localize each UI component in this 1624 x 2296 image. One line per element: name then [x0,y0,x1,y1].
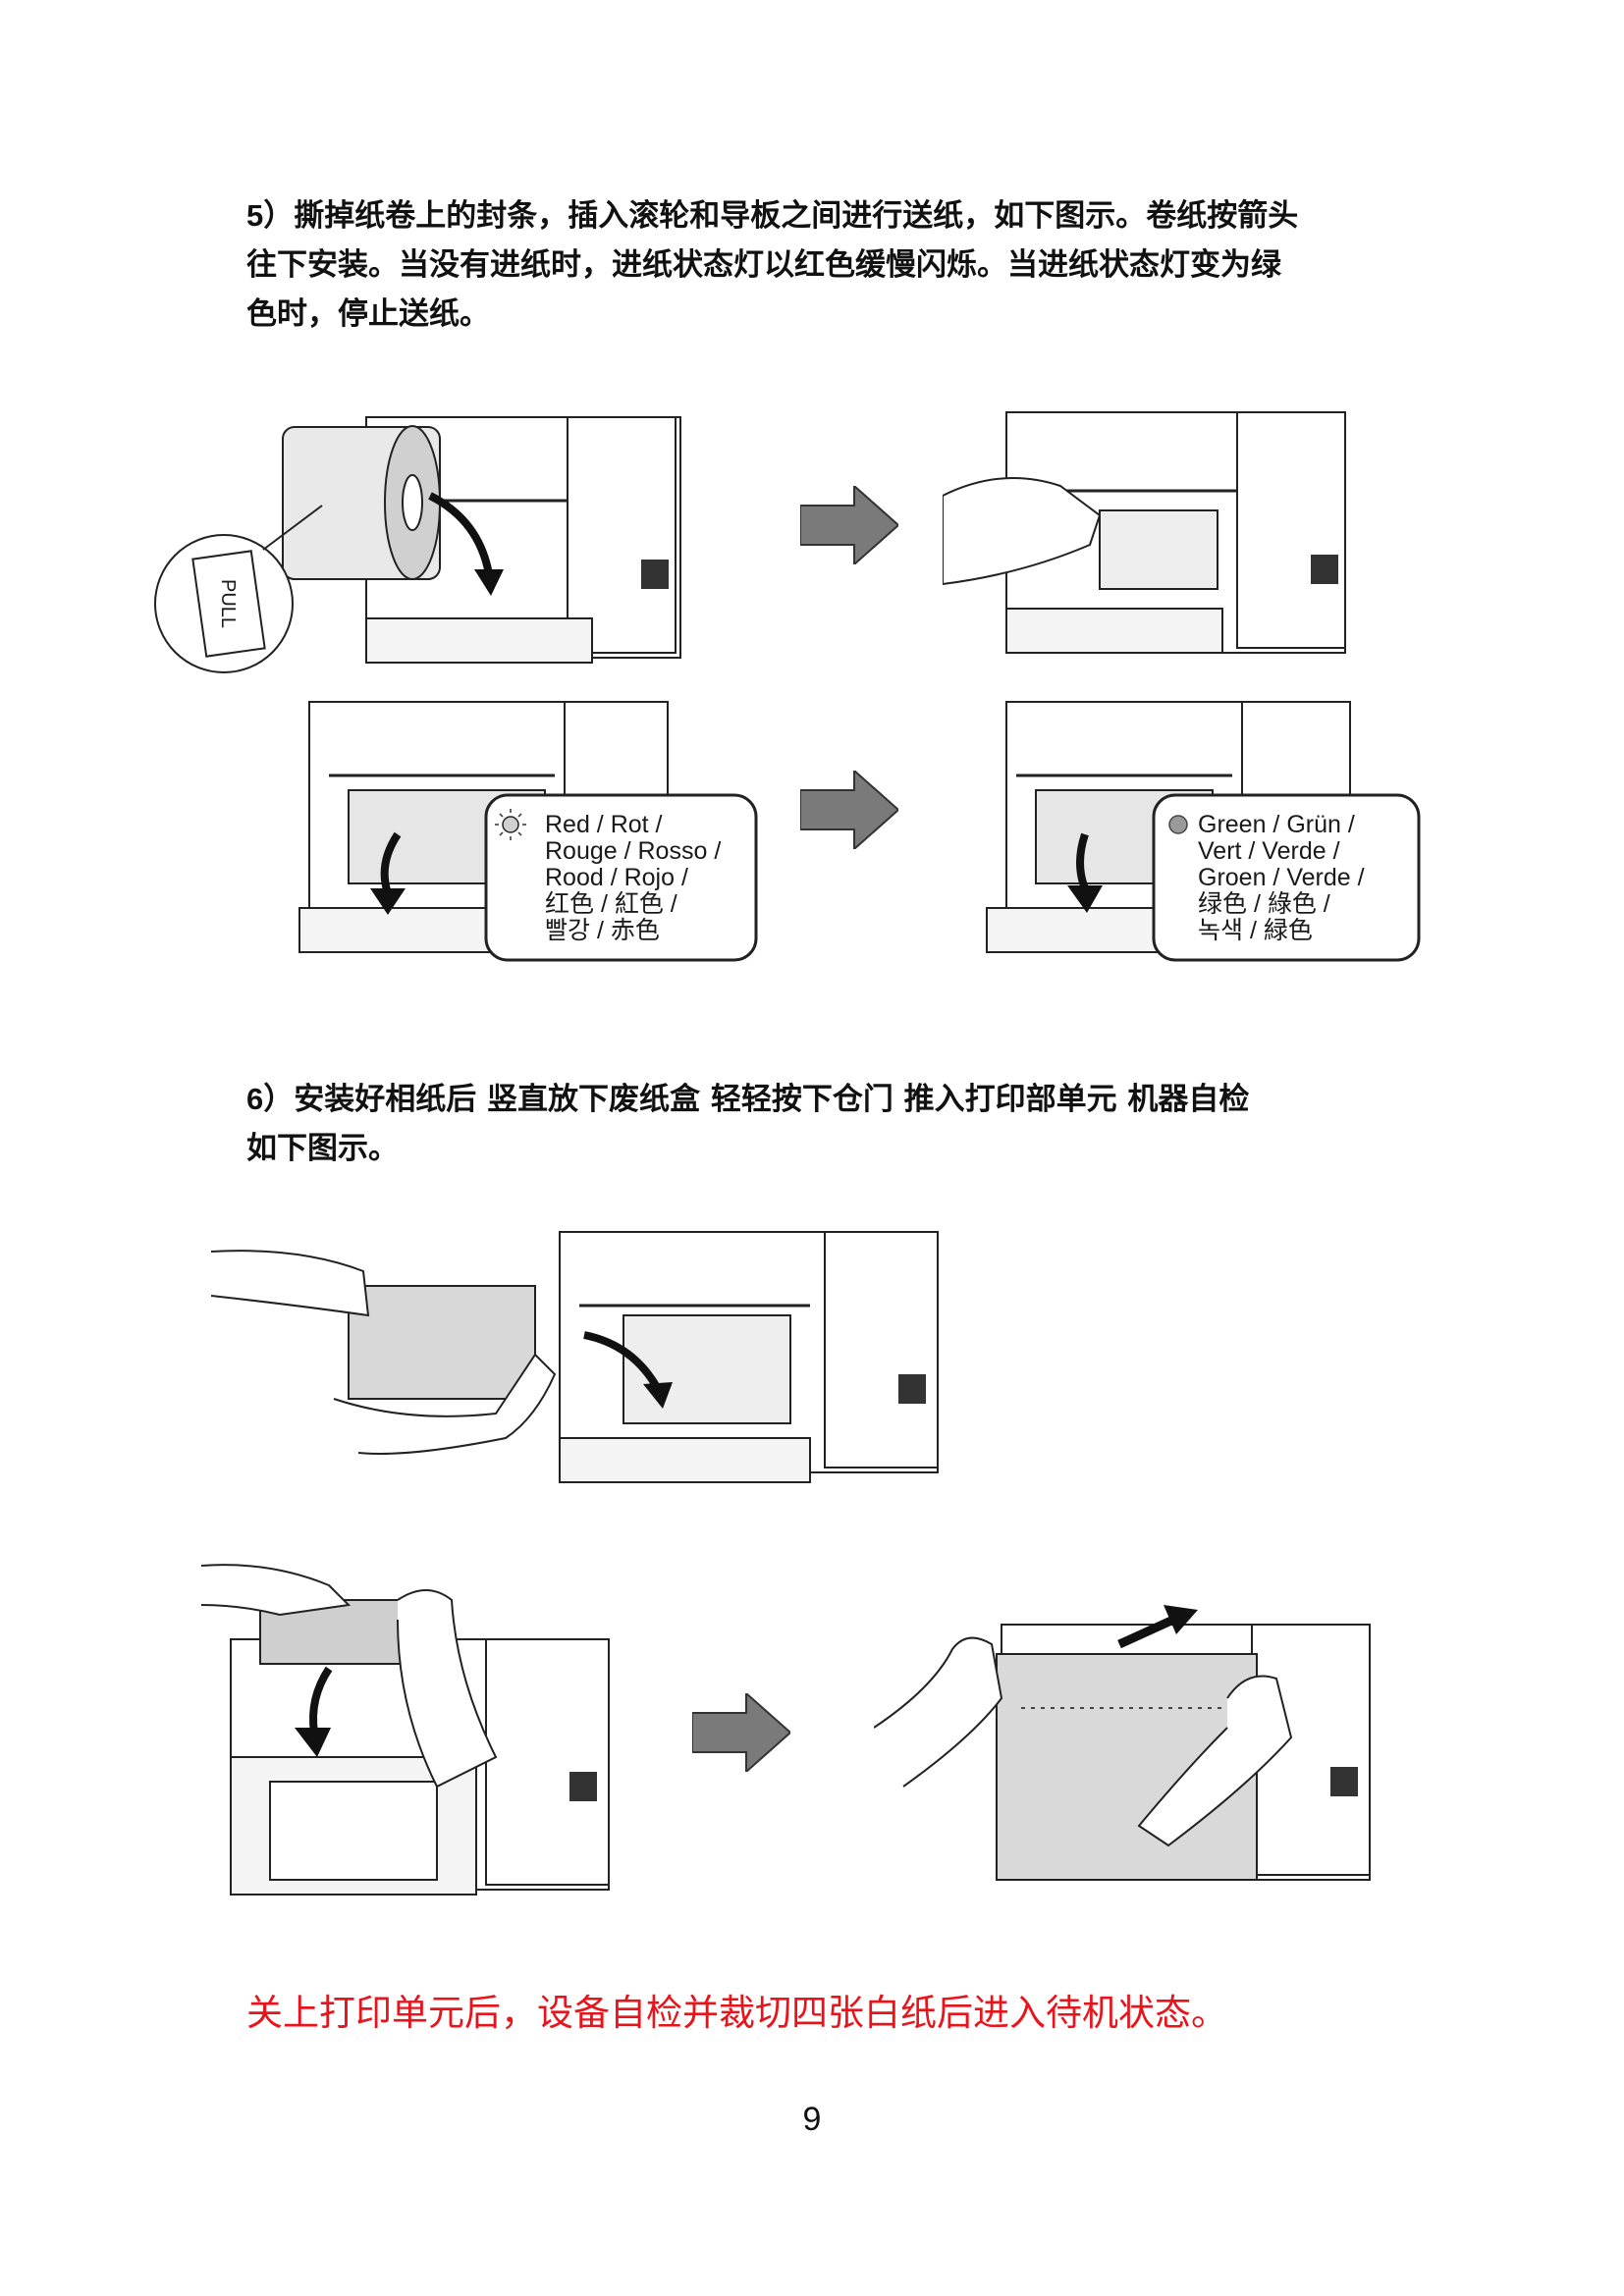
step5-number: 5） [246,198,295,233]
red-callout-line-1: Red / Rot / [545,811,663,838]
step6-paragraph: 6）安装好相纸后 竖直放下废纸盒 轻轻按下仓门 推入打印部单元 机器自检 如下图… [246,1075,1385,1173]
red-note: 关上打印单元后，设备自检并裁切四张白纸后进入待机状态。 [246,1992,1227,2034]
step5-paragraph: 5）撕掉纸卷上的封条，插入滚轮和导板之间进行送纸，如下图示。卷纸按箭头 往下安装… [246,191,1385,339]
figure-push-unit [874,1590,1384,1895]
green-callout-line-3: Groen / Verde / [1198,864,1365,891]
step6-line-1: 6）安装好相纸后 竖直放下废纸盒 轻轻按下仓门 推入打印部单元 机器自检 [246,1075,1385,1124]
figure-red-led: Red / Rot / Rouge / Rosso / Rood / Rojo … [290,697,761,962]
arrow-right-3-icon [692,1693,790,1772]
step5-line-3: 色时，停止送纸。 [246,296,490,332]
red-callout-line-5: 빨강 / 赤色 [545,917,660,944]
figure-scrap-box [211,1227,957,1502]
page-number: 9 [802,2101,822,2138]
green-callout-line-5: 녹색 / 緑色 [1198,917,1313,944]
green-led-icon [1168,815,1188,834]
red-led-icon [502,816,519,833]
step6-line-2: 如下图示。 [246,1131,399,1166]
red-callout-line-4: 红色 / 紅色 / [545,890,677,918]
figure-paper-leader [943,407,1414,663]
figure-green-led: Green / Grün / Vert / Verde / Groen / Ve… [977,697,1429,962]
green-callout-line-1: Green / Grün / [1198,811,1355,838]
step6-text-1: 安装好相纸后 竖直放下废纸盒 轻轻按下仓门 推入打印部单元 机器自检 [294,1082,1250,1117]
figure-lower-unit [201,1561,614,1904]
figure-roll-insert: PULL [145,407,734,692]
step6-number: 6） [246,1082,295,1116]
green-callout-line-2: Vert / Verde / [1198,837,1340,865]
arrow-right-2-icon [800,771,898,849]
green-callout-line-4: 绿色 / 綠色 / [1198,890,1330,918]
arrow-right-1-icon [800,486,898,564]
step5-text-1: 撕掉纸卷上的封条，插入滚轮和导板之间进行送纸，如下图示。卷纸按箭头 [294,198,1299,234]
red-callout-line-2: Rouge / Rosso / [545,837,721,865]
pull-label: PULL [217,579,239,628]
red-callout-line-3: Rood / Rojo / [545,864,688,891]
step5-line-1: 5）撕掉纸卷上的封条，插入滚轮和导板之间进行送纸，如下图示。卷纸按箭头 [246,191,1385,240]
step5-line-2: 往下安装。当没有进纸时，进纸状态灯以红色缓慢闪烁。当进纸状态灯变为绿 [246,247,1281,283]
